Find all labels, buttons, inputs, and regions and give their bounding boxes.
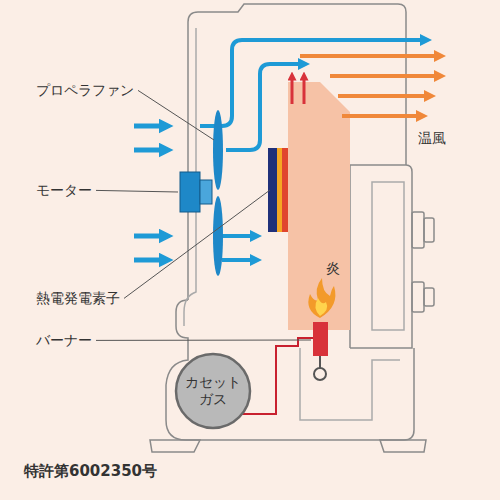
hot-air-column	[288, 82, 350, 330]
propeller-fan	[213, 196, 223, 276]
housing-outline	[150, 4, 434, 452]
burner	[319, 356, 321, 368]
part-label: バーナー	[36, 332, 92, 349]
part-label: プロペラファン	[36, 82, 134, 99]
heat-arrows	[292, 76, 304, 104]
gas-canister: カセット ガス	[174, 352, 252, 430]
air-flow	[200, 40, 426, 260]
thermoelectric-element	[277, 148, 282, 232]
part-label: 熱電発電素子	[36, 290, 120, 307]
motor	[180, 172, 200, 212]
flame	[308, 278, 335, 318]
part-label: 炎	[326, 260, 340, 277]
warm-air-arrows	[300, 56, 440, 116]
intake-arrows	[134, 126, 166, 260]
patent-note: 特許第6002350号	[24, 462, 157, 480]
flame	[315, 298, 327, 316]
thermoelectric-element	[282, 148, 288, 232]
burner	[314, 368, 326, 380]
propeller-fan	[213, 110, 223, 190]
burner	[313, 322, 328, 356]
leader-line	[96, 190, 178, 192]
leader-line	[138, 90, 214, 140]
node-text: カセット ガス	[181, 374, 245, 409]
leader-line	[124, 190, 270, 298]
motor	[200, 180, 212, 204]
canister-outline	[176, 354, 250, 428]
gas-pipe	[240, 338, 313, 414]
leader-line	[96, 340, 311, 341]
part-label: 温風	[418, 130, 446, 147]
part-label: モーター	[36, 182, 92, 199]
